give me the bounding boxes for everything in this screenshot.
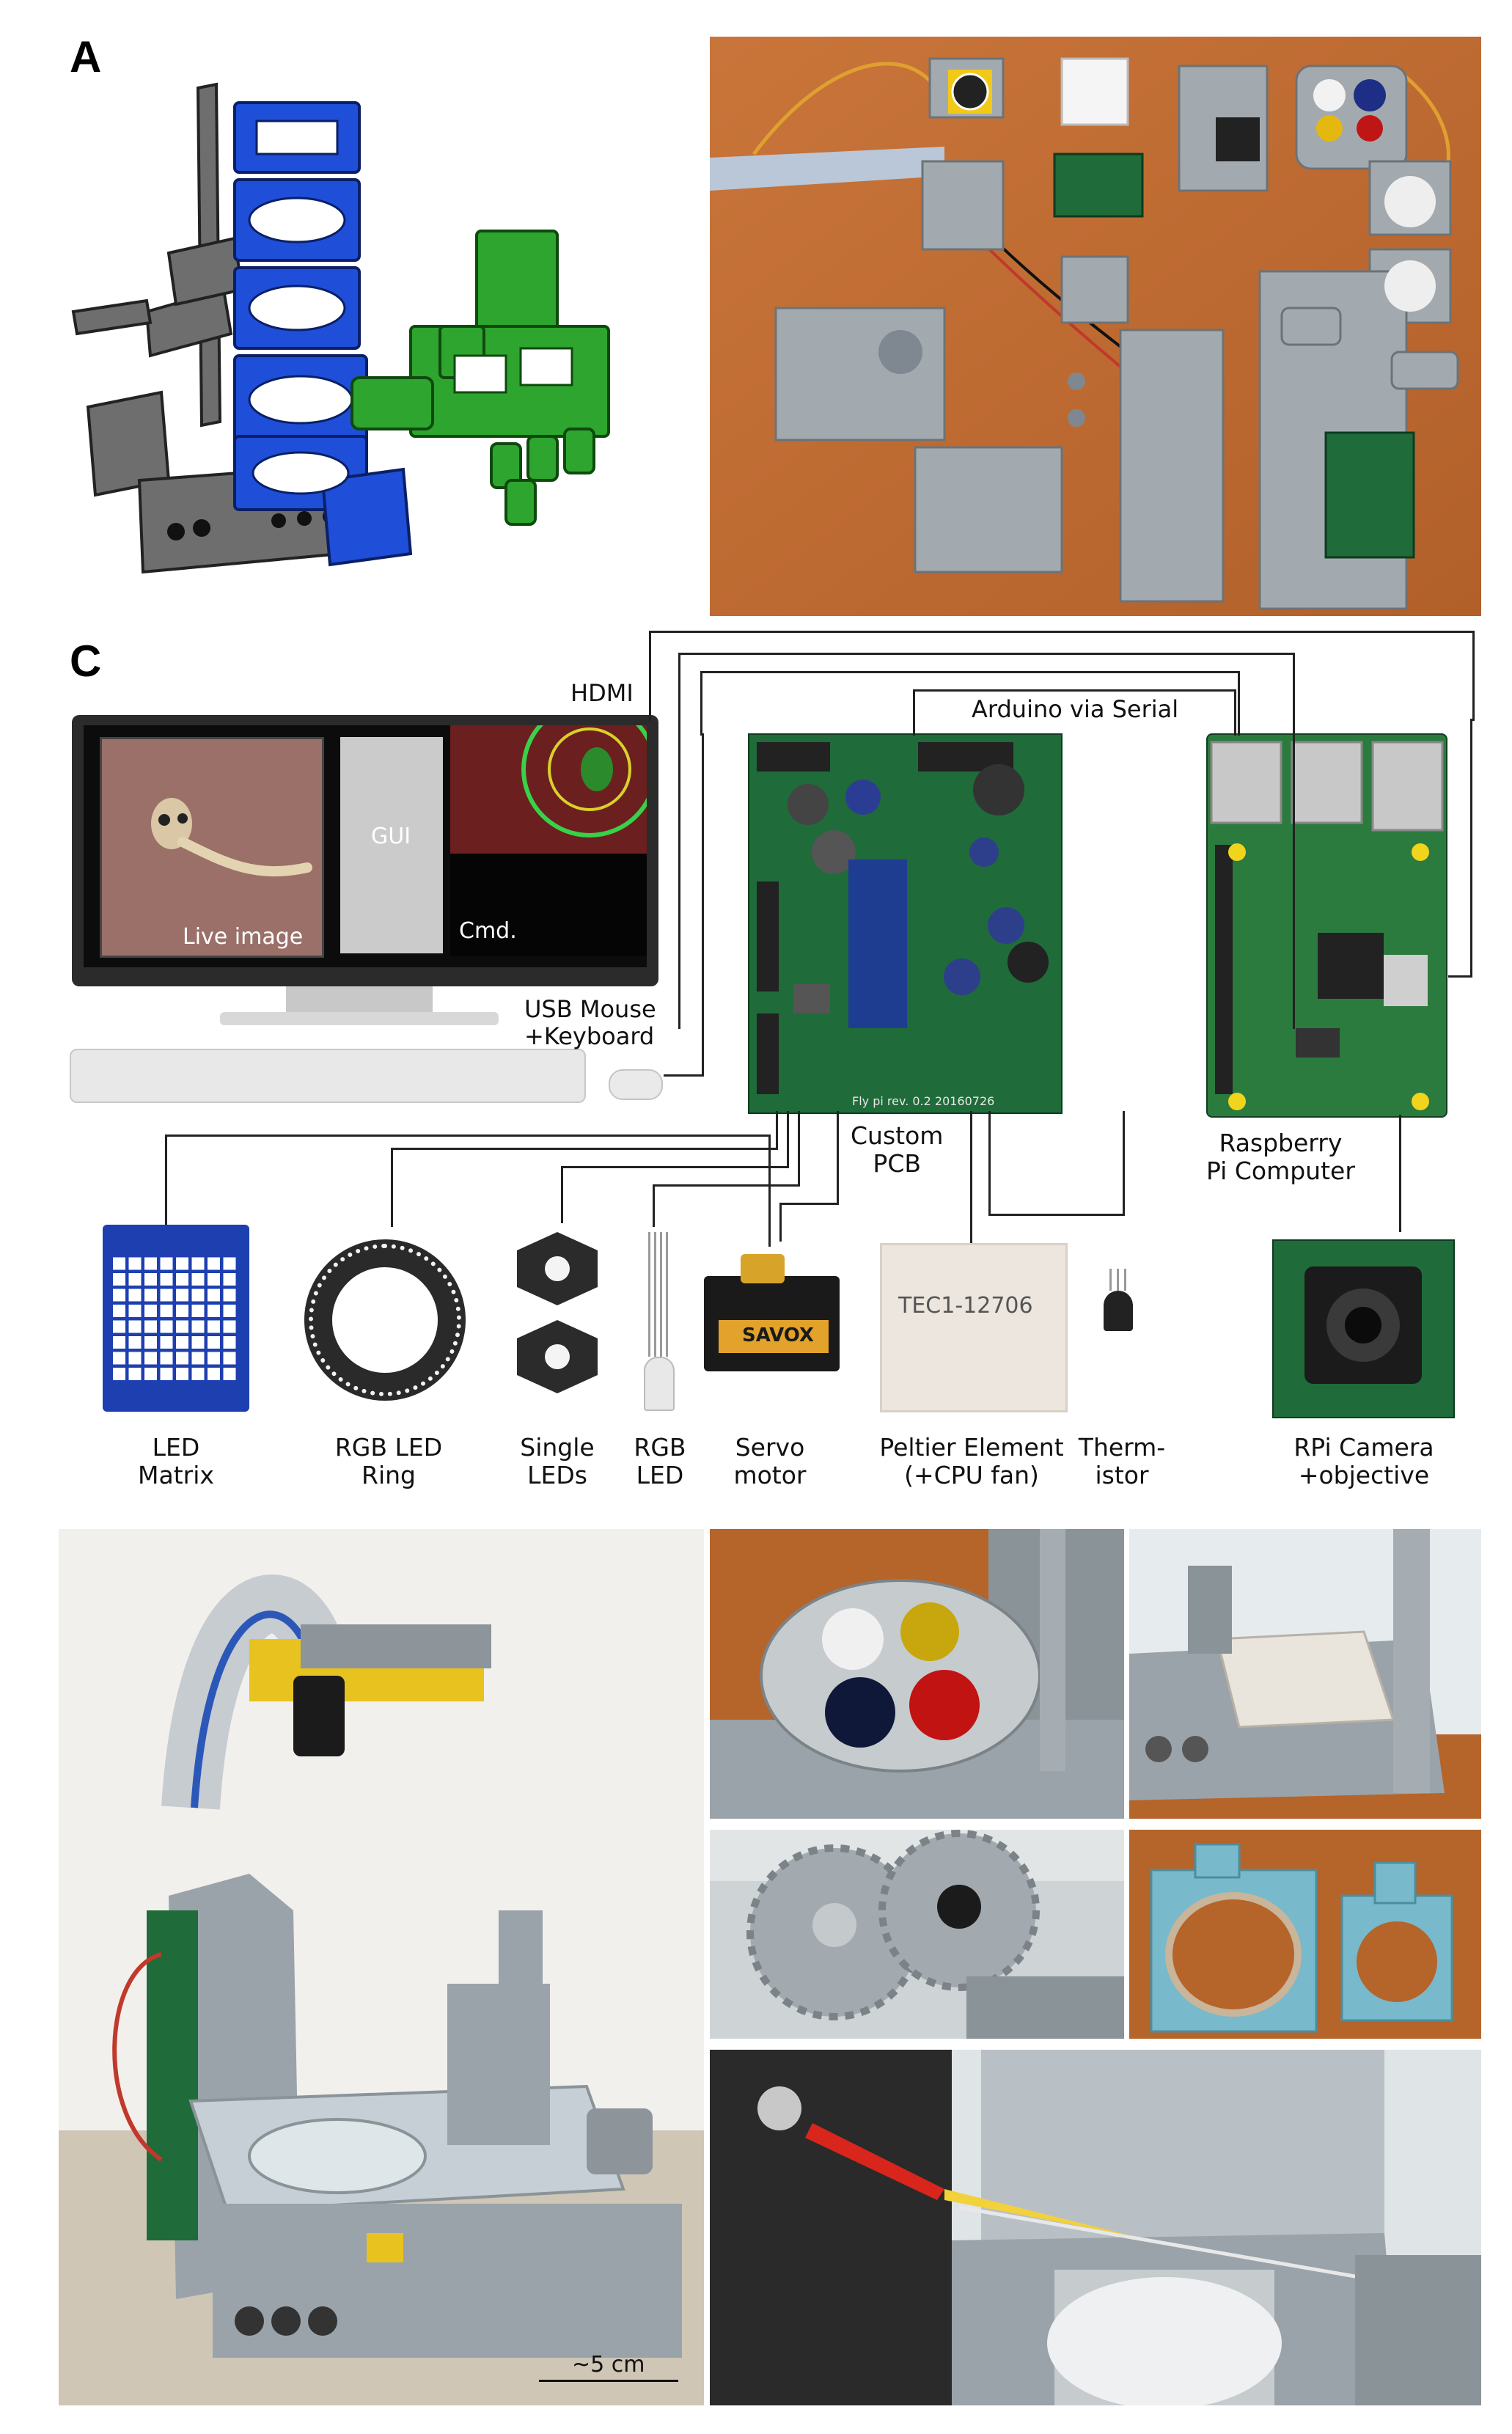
panel-d-assembled-photo: ~5 cm bbox=[59, 1529, 704, 2405]
panel-f-peltier-photo bbox=[1129, 1529, 1481, 1819]
wire-single-leds bbox=[561, 1166, 789, 1223]
wire-rgb-led bbox=[653, 1184, 800, 1227]
raspberry-pi-components bbox=[1210, 741, 1444, 1110]
scale-bar-label: ~5 cm bbox=[572, 2352, 645, 2378]
panel-e-filter-wheel-photo bbox=[710, 1529, 1124, 1819]
rgb-led-ring-icon bbox=[304, 1239, 466, 1401]
servo-brand-text: SAVOX bbox=[742, 1324, 814, 1346]
component-label-peltier-element: Peltier Element(+CPU fan) bbox=[879, 1433, 1064, 1489]
servo-motor-icon: SAVOX bbox=[704, 1254, 840, 1382]
live-image-window: Live image bbox=[100, 737, 324, 958]
peltier-holder bbox=[1129, 1529, 1481, 1819]
pipette-on-stage bbox=[710, 2050, 1481, 2405]
monitor-base bbox=[220, 1012, 499, 1025]
micrograph-window bbox=[450, 725, 647, 854]
keyboard bbox=[70, 1049, 586, 1103]
wire-servo-up bbox=[837, 1111, 839, 1203]
pcb-components bbox=[757, 742, 1049, 1094]
hdmi-label: HDMI bbox=[570, 679, 634, 707]
thermistor-icon bbox=[1104, 1269, 1133, 1379]
blue-holder-plates bbox=[233, 101, 413, 567]
pcb-silkscreen: Fly pi rev. 0.2 20160726 bbox=[852, 1094, 995, 1108]
wire-single-leds-up bbox=[787, 1111, 789, 1166]
rgb-led-icon bbox=[642, 1232, 675, 1415]
blue-plate-openings bbox=[248, 120, 353, 495]
wire-arduino-serial bbox=[913, 689, 1236, 736]
printed-parts-on-table bbox=[710, 37, 1481, 616]
component-label-thermistor: Therm-istor bbox=[1078, 1433, 1166, 1489]
led-matrix-icon bbox=[103, 1225, 249, 1412]
cmd-label: Cmd. bbox=[459, 918, 517, 944]
custom-pcb-label: Custom PCB bbox=[851, 1121, 944, 1178]
monitor-screen: Live image GUI Cmd. bbox=[84, 725, 647, 967]
slide-holder-rings bbox=[1150, 1843, 1453, 2033]
wire-hdmi-right bbox=[1448, 719, 1472, 978]
monitor: Live image GUI Cmd. bbox=[72, 715, 658, 986]
gui-window: GUI bbox=[340, 737, 443, 953]
led-matrix-grid-rows bbox=[113, 1254, 239, 1380]
wire-servo bbox=[779, 1203, 839, 1242]
custom-pcb: Fly pi rev. 0.2 20160726 bbox=[748, 733, 1063, 1114]
wire-usb-outer bbox=[678, 653, 1295, 1029]
panel-i-pipette-photo bbox=[710, 2050, 1481, 2405]
scale-bar bbox=[539, 2380, 678, 2382]
wire-usb-inner-down bbox=[664, 733, 704, 1077]
wire-thermistor bbox=[988, 1111, 1125, 1216]
wire-led-ring bbox=[391, 1148, 778, 1227]
component-label-rpi-camera: RPi Camera+objective bbox=[1293, 1433, 1434, 1489]
pcb-boards bbox=[1053, 153, 1415, 559]
panel-g-gears-photo bbox=[710, 1830, 1124, 2039]
exploded-cad-drawing bbox=[71, 82, 610, 574]
arduino-serial-label: Arduino via Serial bbox=[972, 695, 1179, 723]
raspberry-pi-label: Raspberry Pi Computer bbox=[1206, 1129, 1355, 1185]
panel-a-3d-model bbox=[59, 70, 645, 598]
mouse bbox=[609, 1069, 663, 1100]
panel-letter-c: C bbox=[70, 637, 102, 686]
peltier-element-icon: TEC1-12706 bbox=[880, 1243, 1068, 1412]
wire-peltier bbox=[970, 1111, 972, 1247]
wire-rgb-led-up bbox=[798, 1111, 800, 1184]
usb-mouse-keyboard-label: USB Mouse +Keyboard bbox=[524, 995, 656, 1050]
live-image-label: Live image bbox=[183, 924, 304, 950]
filter-wheel bbox=[710, 1529, 1124, 1819]
cmd-window: Cmd. bbox=[450, 854, 647, 956]
assembled-microscope bbox=[59, 1575, 704, 2405]
wire-led-ring-up bbox=[776, 1111, 778, 1148]
raspberry-pi bbox=[1206, 733, 1447, 1118]
gear-pair bbox=[710, 1830, 1124, 2039]
green-tissue-image bbox=[521, 725, 647, 837]
rpi-camera-icon bbox=[1272, 1239, 1455, 1418]
peltier-marking: TEC1-12706 bbox=[898, 1293, 1033, 1319]
panel-b-parts-photo bbox=[710, 37, 1481, 616]
monitor-stand bbox=[286, 986, 433, 1016]
wire-usb-inner bbox=[700, 671, 1240, 736]
wire-hdmi bbox=[649, 631, 1475, 721]
zebrafish-larva bbox=[151, 798, 312, 877]
green-stage-windows bbox=[453, 347, 573, 394]
wire-camera bbox=[1399, 1115, 1401, 1232]
wire-led-matrix bbox=[165, 1134, 771, 1247]
single-led-icon-bottom bbox=[517, 1320, 598, 1393]
panel-h-rings-photo bbox=[1129, 1830, 1481, 2039]
rgb-led-ring-pixels bbox=[309, 1244, 461, 1396]
panel-letter-a: A bbox=[70, 32, 102, 81]
gui-label: GUI bbox=[371, 824, 411, 849]
